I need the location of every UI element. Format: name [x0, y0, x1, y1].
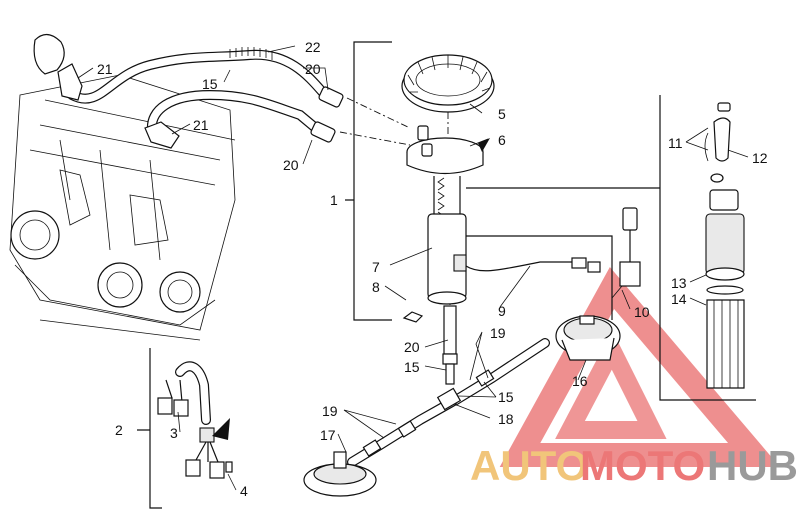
lock-ring — [401, 54, 495, 113]
callout-12: 12 — [752, 150, 768, 166]
callout-15-right: 15 — [498, 389, 514, 405]
watermark-auto: AUTO — [470, 442, 588, 489]
callout-10: 10 — [634, 304, 650, 320]
callout-5: 5 — [498, 106, 506, 122]
callout-2: 2 — [115, 422, 123, 438]
watermark-logo — [499, 266, 780, 467]
group-bracket-11-14 — [659, 95, 756, 401]
callout-7: 7 — [372, 259, 380, 275]
fuel-pump-module — [402, 125, 601, 323]
fuel-hoses — [57, 47, 344, 149]
callout-18: 18 — [498, 411, 514, 427]
leader-lines — [77, 45, 749, 491]
wiring-harness — [137, 348, 233, 509]
callout-17: 17 — [320, 427, 336, 443]
callout-8: 8 — [372, 279, 380, 295]
callout-6: 6 — [498, 132, 506, 148]
watermark-text: AUTO MOTO HUB — [470, 442, 798, 489]
level-sensor — [611, 207, 641, 299]
watermark-moto: MOTO — [580, 442, 705, 489]
callout-3: 3 — [170, 425, 178, 441]
lower-fuel-lines — [303, 305, 621, 497]
callout-20-low: 20 — [404, 339, 420, 355]
callout-labels: 22 20 21 15 21 20 1 5 6 7 8 9 10 11 12 1… — [97, 39, 768, 499]
callout-19-left: 19 — [322, 403, 338, 419]
fuel-pump-components — [704, 102, 745, 389]
engine-throttle-body-assembly — [9, 33, 236, 341]
callout-19-right: 19 — [490, 325, 506, 341]
watermark-hub: HUB — [707, 442, 798, 489]
callout-15-low: 15 — [404, 359, 420, 375]
watermark-triangle — [499, 266, 780, 467]
callout-4: 4 — [240, 483, 248, 499]
callout-22: 22 — [305, 39, 321, 55]
callout-1: 1 — [330, 192, 338, 208]
callout-21-mid: 21 — [193, 117, 209, 133]
callout-9: 9 — [498, 303, 506, 319]
callout-20-mid: 20 — [283, 157, 299, 173]
callout-13: 13 — [671, 275, 687, 291]
callout-11: 11 — [668, 135, 683, 151]
group-bracket-1 — [345, 41, 392, 321]
callout-21-left: 21 — [97, 61, 113, 77]
callout-16: 16 — [572, 373, 588, 389]
callout-20-top: 20 — [305, 61, 321, 77]
callout-15-top: 15 — [202, 76, 218, 92]
callout-14: 14 — [671, 291, 687, 307]
group-bracket-9 — [466, 187, 660, 320]
